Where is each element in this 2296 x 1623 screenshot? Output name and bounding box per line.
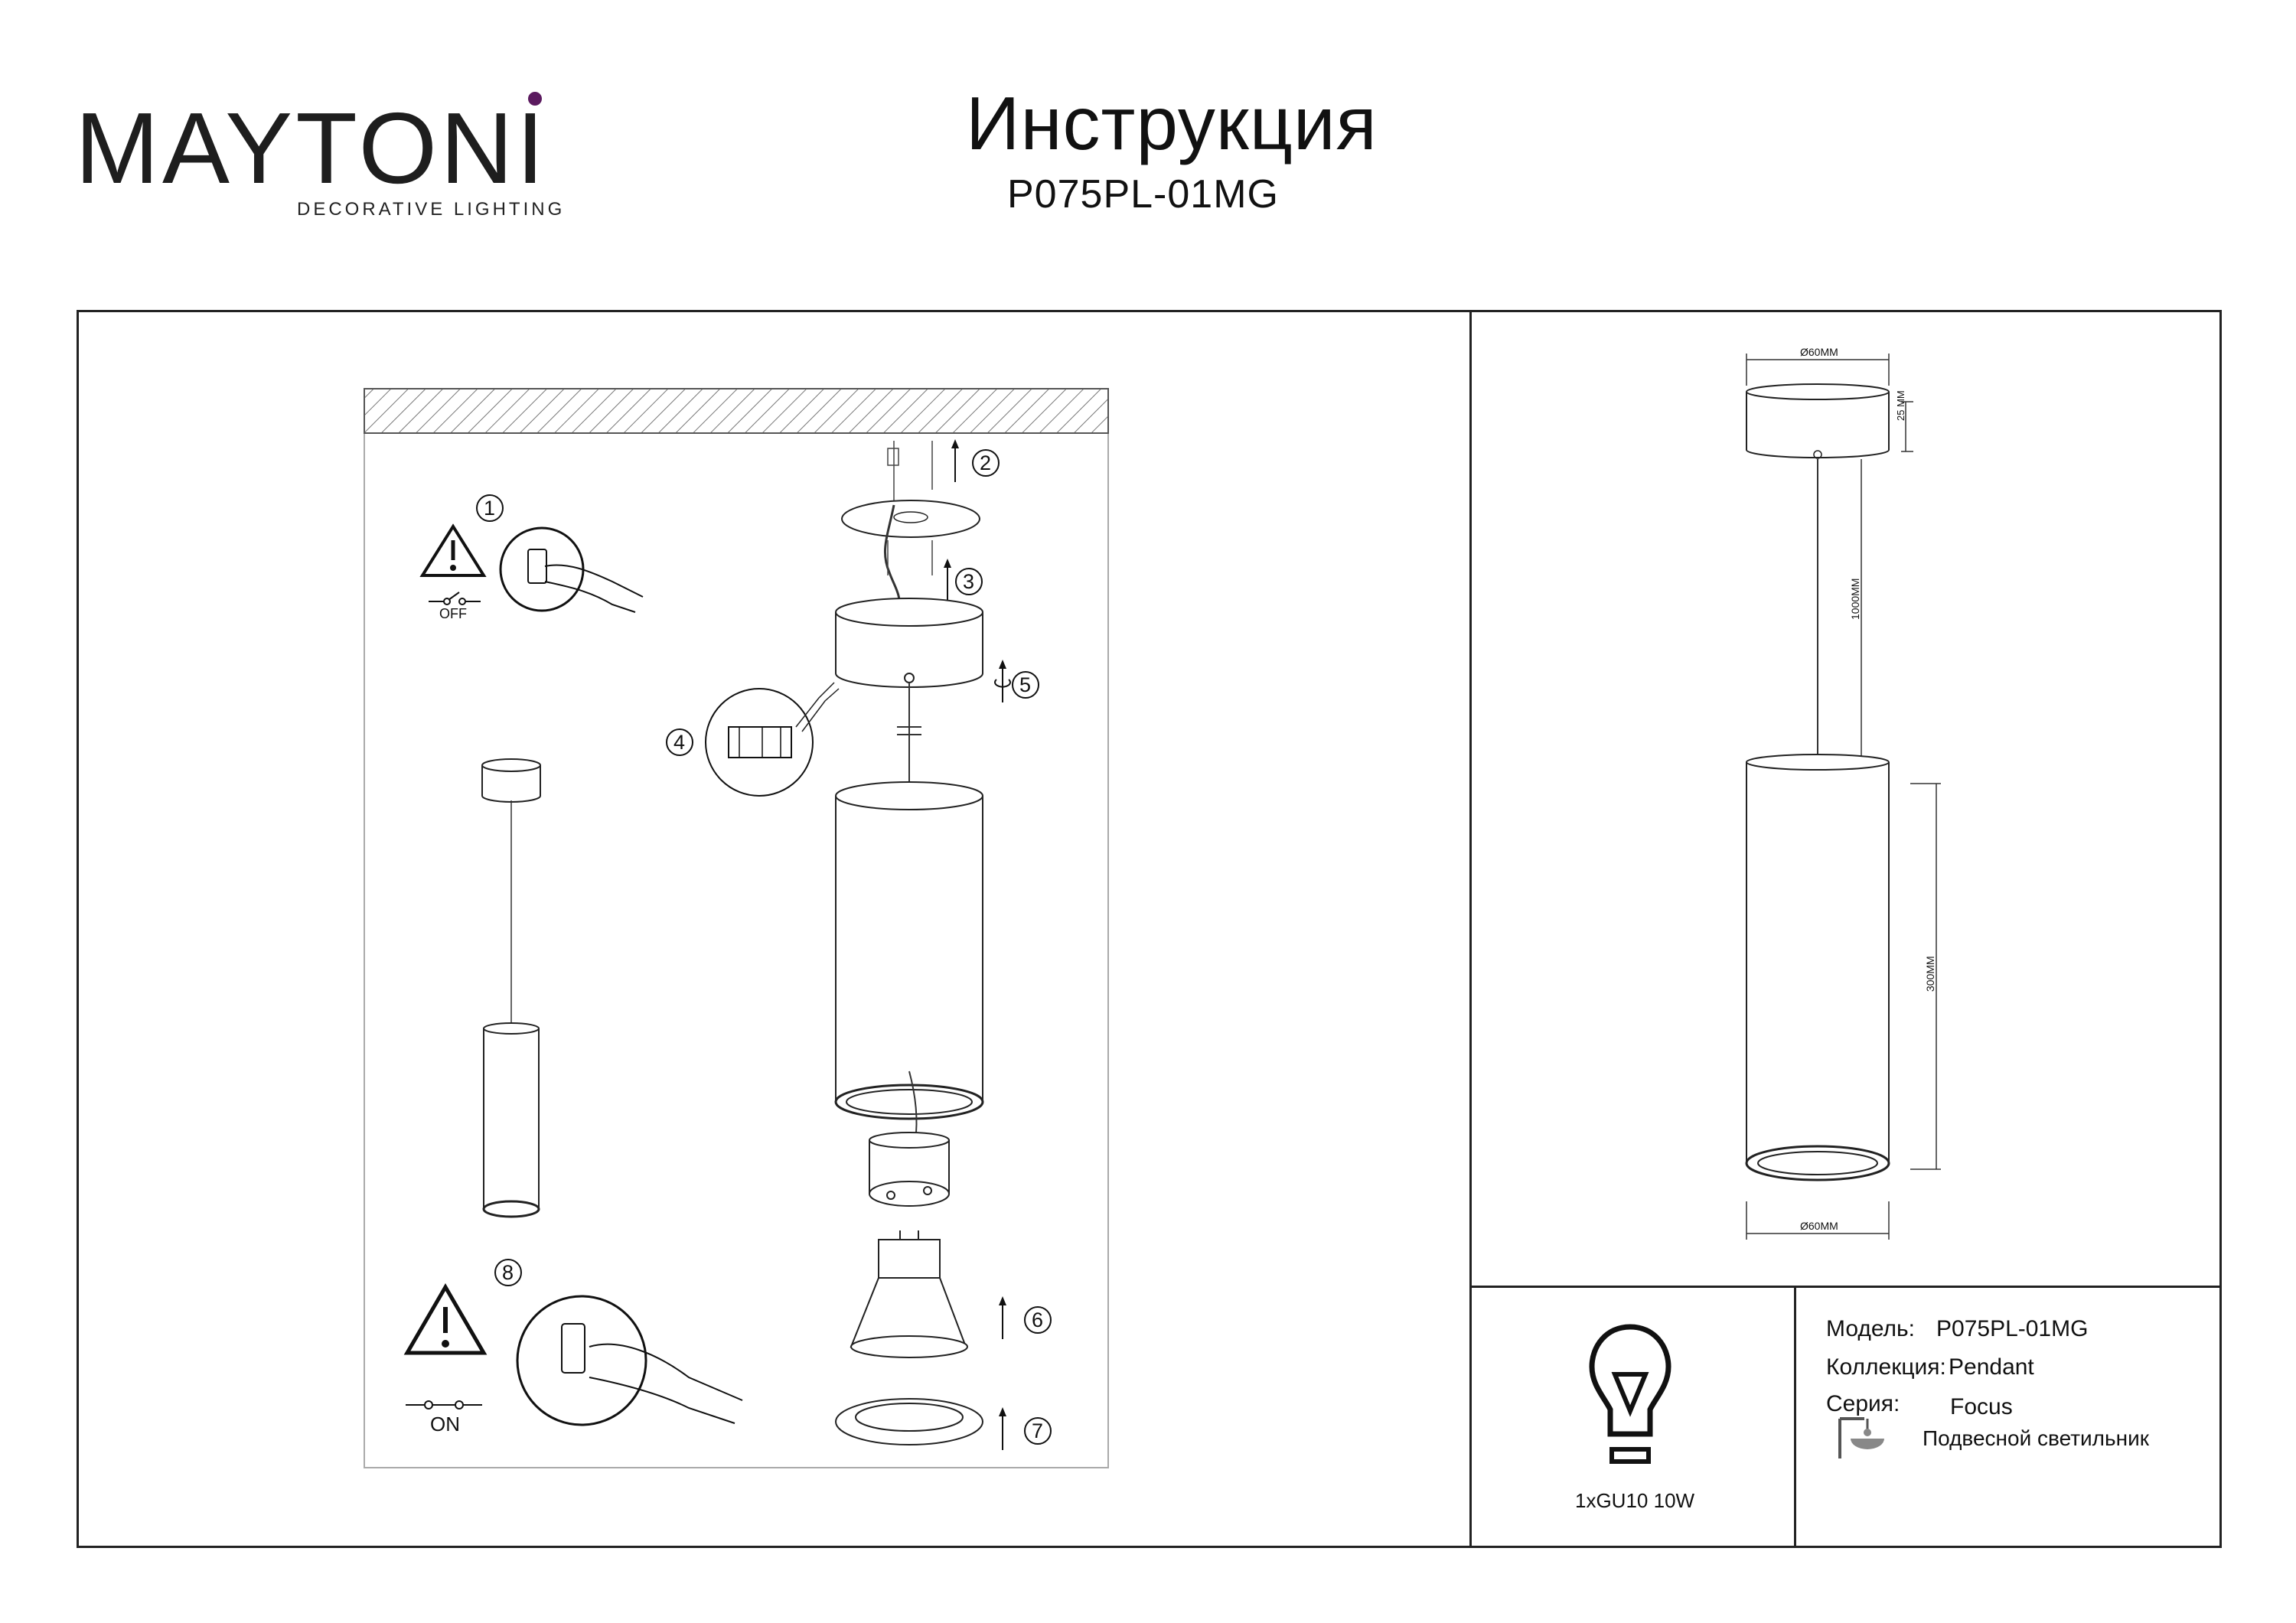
canopy-dimension-view [1746,383,1890,459]
step-3-label: 3 [963,570,975,593]
series-label: Серия: [1826,1391,1900,1416]
document-frame [77,310,2222,1548]
header-model-code: P075PL-01MG [1007,172,1279,217]
step-8-label: 8 [502,1261,514,1284]
pendant-lamp-icon [1838,1417,1884,1458]
step-5-label: 5 [1019,673,1032,696]
step-7-circle [1024,1417,1052,1445]
hand-switch-off-icon [499,526,644,613]
model-value: P075PL-01MG [1936,1316,2089,1341]
logo-accent-dot [528,92,542,106]
body-height-label: 300MM [1924,956,1936,992]
step-4-circle [666,728,693,756]
decorative-ring [835,1398,983,1445]
mounting-plate [841,500,980,538]
step-1-circle [476,494,504,522]
collection-label: Коллекция: [1826,1354,1946,1380]
canopy-height-label: 25 MM [1895,390,1906,421]
lamp-spec: 1xGU10 10W [1575,1489,1695,1512]
warning-triangle-icon [419,523,487,577]
series-value: Focus [1950,1394,2013,1419]
socket-housing [869,1132,950,1207]
switch-off-label: OFF [439,606,467,621]
spec-column-divider [1794,1286,1796,1548]
step-4-label: 4 [673,731,686,754]
connector-detail [705,682,840,797]
step-1-label: 1 [484,497,496,520]
ceiling-hatch [364,388,1109,434]
model-label: Модель: [1826,1316,1916,1341]
page-title: Инструкция [966,81,1378,165]
hand-switch-on-icon [516,1295,743,1426]
light-bulb-icon [1589,1324,1671,1464]
brand-tagline: DECORATIVE LIGHTING [297,199,566,220]
step-8-circle [494,1259,522,1286]
step-7-label: 7 [1032,1419,1044,1442]
assembled-pendant [481,758,541,1218]
lamp-type: Подвесной светильник [1923,1426,2149,1450]
body-dimension-view [1745,754,1890,1181]
step-6-label: 6 [1032,1309,1044,1331]
collection-value: Pendant [1949,1354,2034,1380]
body-diameter-label: Ø60MM [1800,1220,1838,1232]
step-2-label: 2 [980,451,992,474]
step-6-circle [1024,1306,1052,1334]
panel-divider [1469,310,1472,1548]
switch-on-icon [406,1400,482,1410]
step-5-circle [1012,671,1039,699]
cable-length-label: 1000MM [1849,578,1861,620]
spec-divider [1469,1286,2222,1288]
canopy-diameter-label: Ø60MM [1800,346,1838,358]
canopy-exploded [835,598,983,688]
step-2-circle [972,449,1000,477]
step-3-circle [955,568,983,595]
warning-triangle-icon-2 [403,1283,488,1355]
brand-logo: MAYTONI [75,92,548,204]
lamp-body-exploded [834,781,984,1141]
switch-on-label: ON [430,1413,460,1436]
gu10-bulb [850,1230,968,1358]
switch-off-icon [429,592,481,605]
